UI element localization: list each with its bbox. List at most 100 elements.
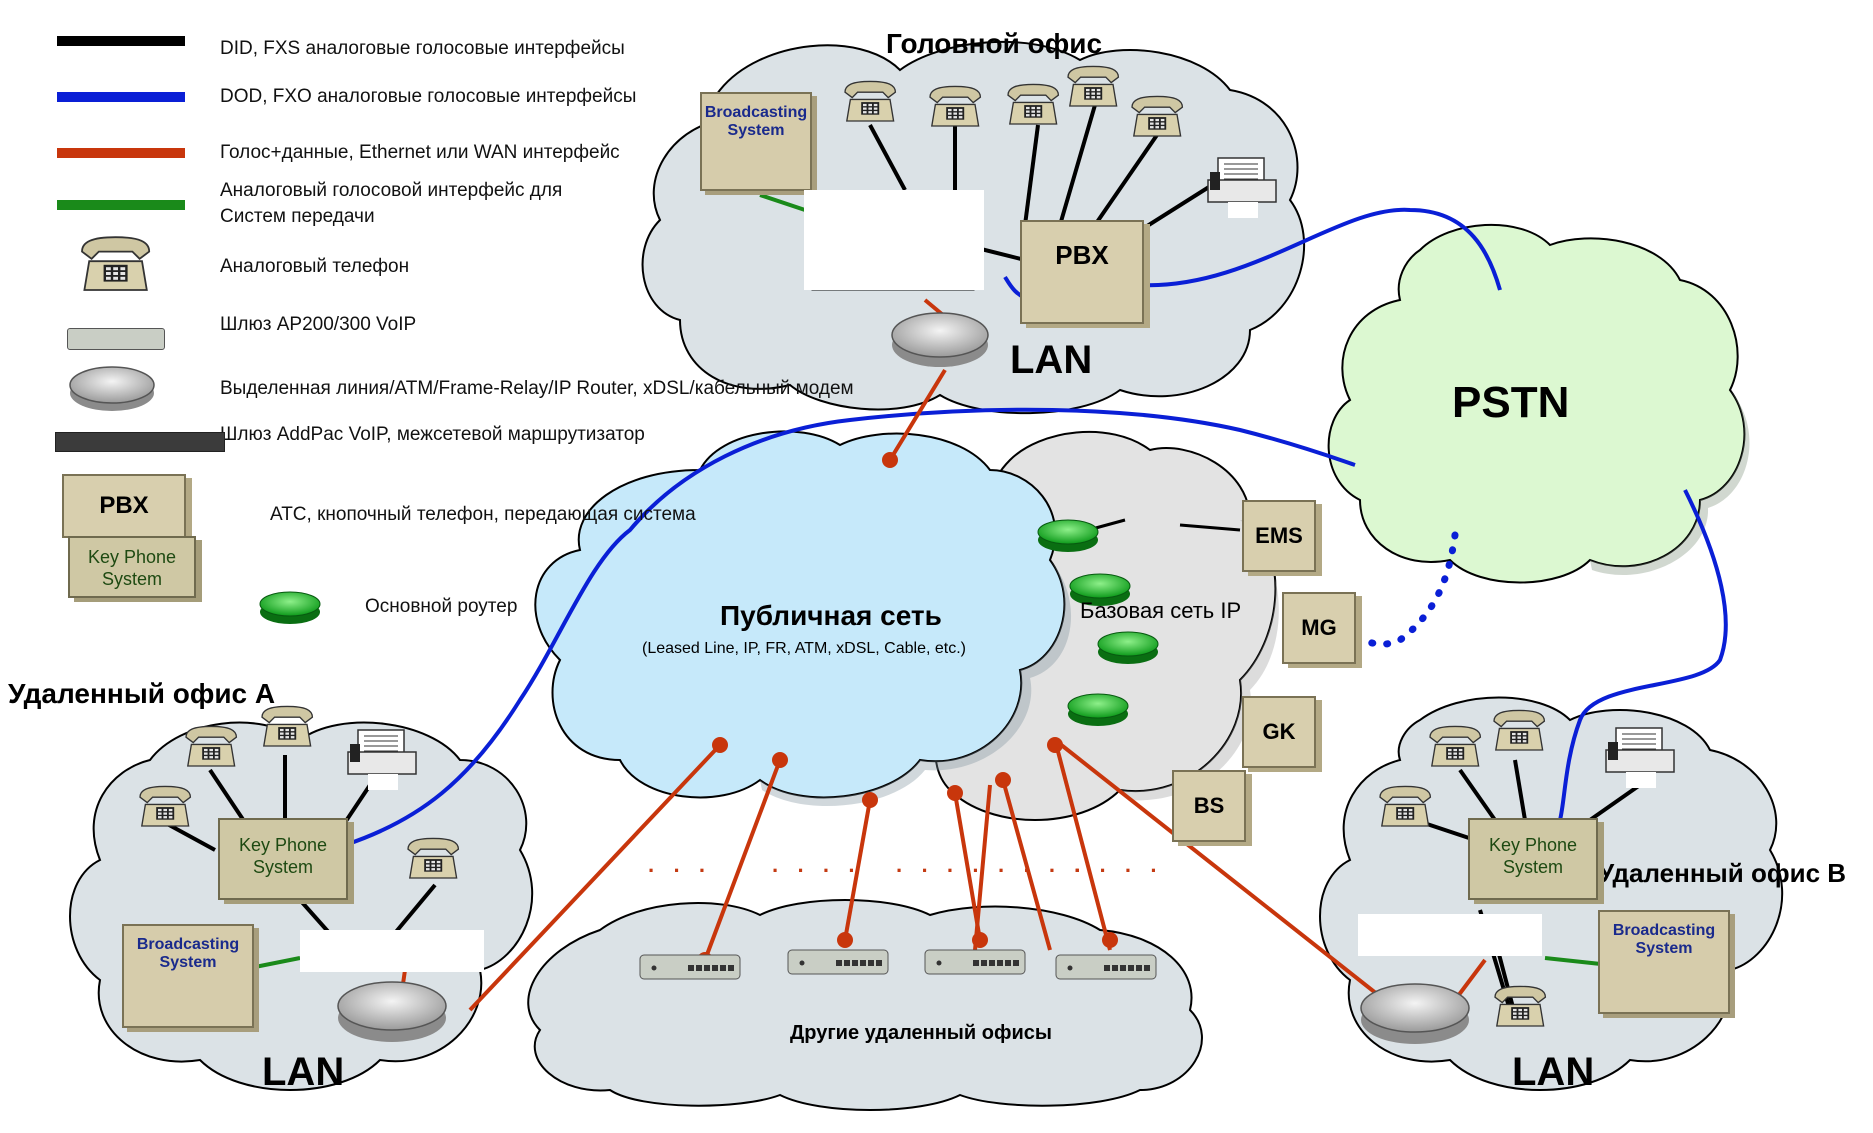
phone-icon: [1379, 785, 1432, 827]
phone-icon: [81, 236, 151, 291]
dots-separator: · · · ·: [1074, 858, 1164, 883]
ethernet-lines: [398, 298, 1487, 1022]
core-router-icon: [1067, 693, 1129, 726]
core-router-icon: [1069, 573, 1131, 606]
remote-b-broadcasting-label: Broadcasting System: [1612, 922, 1716, 957]
remote-b-key-phone-system: Key Phone System: [1468, 818, 1598, 900]
legend-label-addpac: Шлюз AddPac VoIP, межсетевой маршрутизат…: [220, 424, 645, 445]
public-network-title: Публичная сеть: [720, 600, 942, 631]
phone-icon: [1067, 65, 1120, 107]
ap-gateway-icon: [1055, 954, 1157, 980]
server-mg: MG: [1282, 592, 1356, 664]
dots-separator: · · ·: [648, 858, 713, 883]
remote-a-title: Удаленный офис A: [8, 678, 276, 709]
other-offices-title: Другие удаленный офисы: [790, 1022, 1052, 1044]
head-office-title: Головной офис: [886, 28, 1103, 59]
legend-key-phone-label: Key Phone System: [87, 547, 177, 589]
server-ems: EMS: [1242, 500, 1316, 572]
legend-label-ap-gateway: Шлюз AP200/300 VoIP: [220, 314, 417, 335]
core-router-icon: [1097, 631, 1159, 664]
core-router-icon: [1037, 519, 1099, 552]
phone-icon: [1429, 725, 1482, 767]
core-routers-layer: [259, 519, 1159, 726]
head-office-pbx: PBX: [1020, 220, 1144, 324]
other-office-links: [843, 792, 982, 941]
ap-gateway-icon: [787, 949, 889, 975]
remote-b-key-phone-label: Key Phone System: [1488, 835, 1578, 877]
remote-b-gateway: [1358, 914, 1542, 956]
legend-pbx-icon: PBX: [62, 474, 186, 538]
dots-separator: · · · ·: [896, 858, 986, 883]
router-icon: [891, 312, 989, 367]
public-network-subtitle: (Leased Line, IP, FR, ATM, xDSL, Cable, …: [642, 640, 966, 657]
remote-b-broadcasting-system: Broadcasting System: [1598, 910, 1730, 1014]
legend-lines: [57, 36, 185, 210]
legend-label-ethernet: Голос+данные, Ethernet или WAN интерфейс: [220, 142, 620, 163]
phone-icon: [1494, 985, 1547, 1027]
phone-icon: [261, 705, 314, 747]
legend-label-router: Выделенная линия/ATM/Frame-Relay/IP Rout…: [220, 378, 854, 399]
phone-icon: [407, 837, 460, 879]
legend-label-fxs: DID, FXS аналоговые голосовые интерфейсы: [220, 38, 625, 59]
pstn-label: PSTN: [1452, 378, 1570, 427]
public-network-cloud: [534, 430, 1066, 799]
phone-icon: [1493, 709, 1546, 751]
remote-b-lan-label: LAN: [1512, 1050, 1595, 1094]
remote-a-cloud: [69, 721, 534, 1091]
remote-a-key-phone-label: Key Phone System: [238, 835, 328, 877]
head-office-pbx-label: PBX: [1055, 240, 1109, 270]
mg-pstn-dotted: [1336, 531, 1459, 648]
legend-ap-gateway-icon: [67, 328, 165, 350]
core-network-title: Базовая сеть IP: [1080, 598, 1242, 623]
public-network-cloud-shade: [760, 560, 1072, 807]
phone-icon: [844, 80, 897, 122]
router-icon: [69, 366, 155, 411]
remote-a-broadcasting-system: Broadcasting System: [122, 924, 254, 1028]
dots-separator: · · · ·: [772, 858, 862, 883]
core-router-icon: [259, 591, 321, 624]
phone-icon: [185, 725, 238, 767]
phone-icon: [1007, 83, 1060, 125]
legend-phone-icon: [84, 240, 154, 286]
remote-b-title: Удаленный офис B: [1598, 858, 1847, 888]
legend-line-ethernet: [57, 148, 185, 158]
pstn-cloud: [1327, 223, 1746, 584]
legend-label-broadcast-2: Систем передачи: [220, 206, 375, 227]
legend-key-phone-icon: Key Phone System: [68, 536, 196, 598]
ap-gateway-icon: [924, 949, 1026, 975]
legend-label-core-router: Основной роутер: [365, 596, 518, 617]
head-office-lan-label: LAN: [1010, 338, 1093, 382]
core-network-cloud-shade: [1120, 520, 1279, 801]
ap-gateway-icon: [639, 954, 741, 980]
phone-icon: [929, 85, 982, 127]
dots-separator: · · · ·: [998, 858, 1088, 883]
remote-a-broadcasting-label: Broadcasting System: [136, 936, 240, 971]
head-office-gateway-stack: [804, 190, 984, 290]
legend-label-broadcast: Аналоговый голосовой интерфейс для: [220, 180, 563, 201]
remote-a-lan-label: LAN: [262, 1050, 345, 1094]
fax-icon: [1605, 727, 1675, 788]
phone-icon: [139, 785, 192, 827]
fax-icon: [1207, 157, 1277, 218]
router-icon: [337, 981, 447, 1042]
legend-label-pbx: АТС, кнопочный телефон, передающая систе…: [270, 504, 696, 525]
legend-line-fxs: [57, 36, 185, 46]
legend-line-broadcast: [57, 200, 185, 210]
head-office-broadcasting-label: Broadcasting System: [704, 104, 808, 139]
fxo-lines: [344, 207, 1728, 847]
router-icon: [1360, 983, 1470, 1044]
faxes-layer: [347, 157, 1675, 790]
other-offices-cloud: [527, 899, 1203, 1111]
head-office-broadcasting-system: Broadcasting System: [700, 92, 812, 191]
legend-line-fxo: [57, 92, 185, 102]
phones-layer: [81, 65, 1547, 1027]
remote-a-key-phone-system: Key Phone System: [218, 818, 348, 900]
fax-icon: [347, 729, 417, 790]
legend-label-phone: Аналоговый телефон: [220, 256, 410, 277]
remote-a-gateway: [300, 930, 484, 972]
server-gk: GK: [1242, 696, 1316, 768]
legend-addpac-icon: [55, 432, 225, 452]
server-bs: BS: [1172, 770, 1246, 842]
